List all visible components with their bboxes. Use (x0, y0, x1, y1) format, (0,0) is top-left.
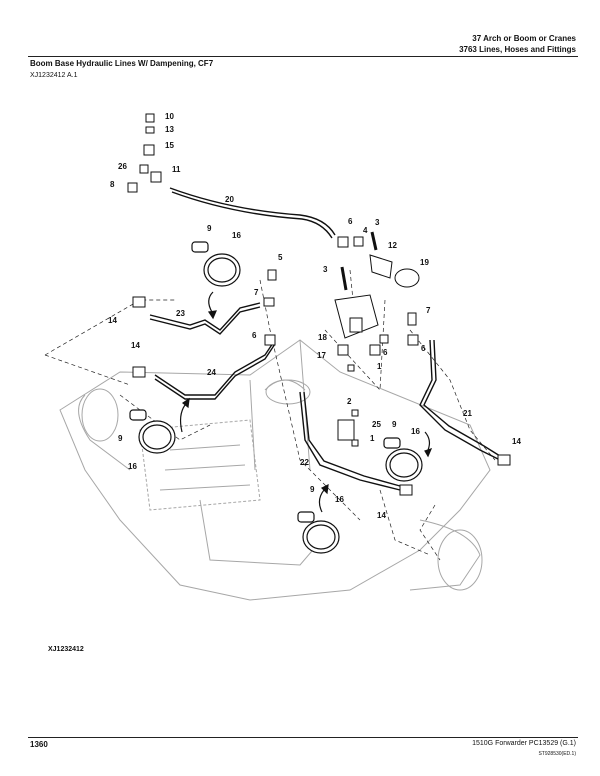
callout: 6 (252, 331, 257, 340)
callout: 5 (278, 253, 283, 262)
figure-reference: XJ1232412 (48, 646, 84, 653)
callout: 16 (232, 231, 241, 240)
callout: 3 (323, 265, 328, 274)
callout: 20 (225, 195, 234, 204)
hose-lines (149, 187, 501, 491)
callout: 7 (254, 288, 259, 297)
callout: 14 (377, 511, 386, 520)
callout: 24 (207, 368, 216, 377)
callout: 9 (310, 485, 315, 494)
model-info: 1510G Forwarder PC13529 (G.1) (472, 740, 576, 747)
page-number: 1360 (30, 740, 48, 749)
callout: 14 (108, 316, 117, 325)
callout: 16 (128, 462, 137, 471)
section-heading: 37 Arch or Boom or Cranes 3763 Lines, Ho… (459, 33, 576, 55)
callout: 9 (207, 224, 212, 233)
callout-numbers: 10 13 15 26 11 8 20 9 16 5 3 6 4 12 19 3… (108, 112, 521, 520)
callout: 23 (176, 309, 185, 318)
footer-divider (28, 737, 578, 738)
callout: 10 (165, 112, 174, 121)
illustration-reference: XJ1232412 A.1 (30, 72, 78, 79)
callout: 21 (463, 409, 472, 418)
callout: 9 (118, 434, 123, 443)
callout: 17 (317, 351, 326, 360)
callout: 3 (375, 218, 380, 227)
page-title: Boom Base Hydraulic Lines W/ Dampening, … (30, 59, 214, 68)
callout: 2 (347, 397, 352, 406)
clamps (129, 241, 423, 554)
callout: 22 (300, 458, 309, 467)
callout: 8 (110, 180, 115, 189)
callout: 4 (363, 226, 368, 235)
fittings (127, 113, 511, 496)
callout: 6 (348, 217, 353, 226)
callout: 14 (512, 437, 521, 446)
callout: 25 (372, 420, 381, 429)
callout: 15 (165, 141, 174, 150)
callout: 13 (165, 125, 174, 134)
callout: 11 (172, 165, 181, 174)
callout: 7 (426, 306, 431, 315)
callout: 6 (383, 348, 388, 357)
callout: 1 (370, 434, 375, 443)
assembly-arrows (179, 291, 433, 513)
callout: 19 (420, 258, 429, 267)
callout: 12 (388, 241, 397, 250)
callout: 14 (131, 341, 140, 350)
callout: 26 (118, 162, 127, 171)
callout: 18 (318, 333, 327, 342)
section-heading-line2: 3763 Lines, Hoses and Fittings (459, 45, 576, 54)
header-divider (28, 56, 578, 57)
machine-frame (59, 339, 491, 601)
callout: 16 (411, 427, 420, 436)
callout: 16 (335, 495, 344, 504)
section-heading-line1: 37 Arch or Boom or Cranes (472, 34, 576, 43)
callout: 9 (392, 420, 397, 429)
document-code: ST928530(ED.1) (538, 751, 576, 757)
callout: 6 (421, 344, 426, 353)
callout: 1 (377, 362, 382, 371)
